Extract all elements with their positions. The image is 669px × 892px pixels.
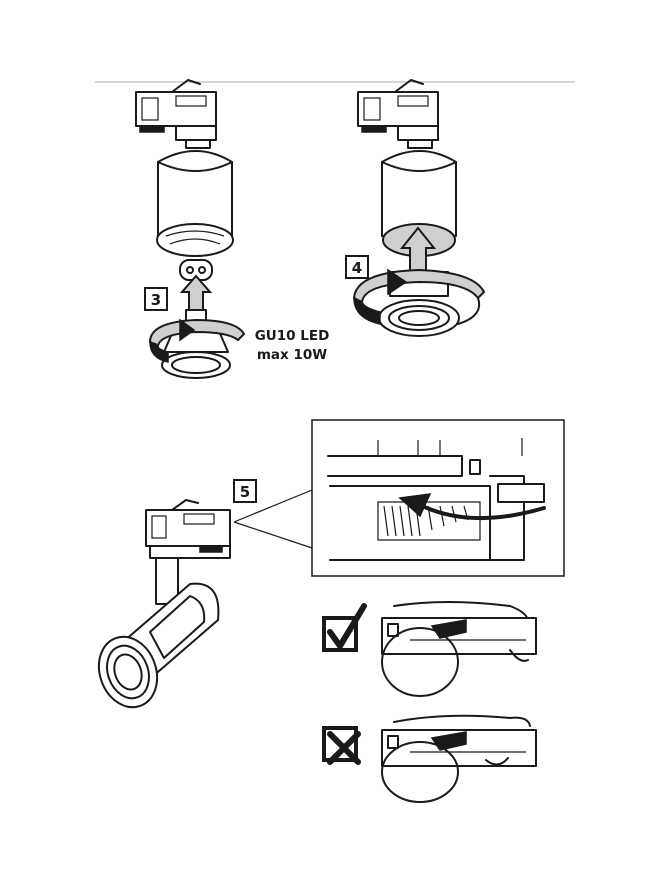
assembled-spotlight	[97, 499, 231, 709]
checkbox-cross-icon	[322, 726, 361, 765]
step-5-label: 5	[240, 483, 250, 501]
zoom-detail-panel	[311, 419, 565, 577]
step-4-label: 4	[352, 259, 362, 277]
step-4-badge: 4	[345, 255, 369, 279]
incorrect-installation	[322, 714, 537, 803]
correct-installation	[322, 601, 537, 697]
zoom-callout-lines	[233, 489, 313, 549]
track-adapter-3	[135, 79, 217, 149]
rotate-arrow-4	[352, 268, 486, 325]
adapter-clip-incorrect	[381, 714, 537, 803]
spotlight-body-3	[156, 150, 234, 257]
step-3-illustration	[135, 79, 246, 379]
step-3-label: 3	[151, 291, 161, 309]
step-3-badge: 3	[144, 287, 168, 311]
rotate-arrow-3	[148, 318, 246, 363]
adapter-clip-correct	[381, 601, 537, 697]
bulb-spec-line2: max 10W	[257, 347, 327, 363]
step-5-badge: 5	[233, 479, 257, 503]
bulb-spec-line1: GU10 LED	[255, 328, 330, 344]
gu10-socket-3	[179, 259, 213, 281]
checkbox-check-icon	[322, 603, 367, 652]
insert-arrow-up-3	[179, 274, 213, 311]
step-4-illustration	[352, 79, 486, 337]
track-adapter-4	[357, 79, 439, 149]
